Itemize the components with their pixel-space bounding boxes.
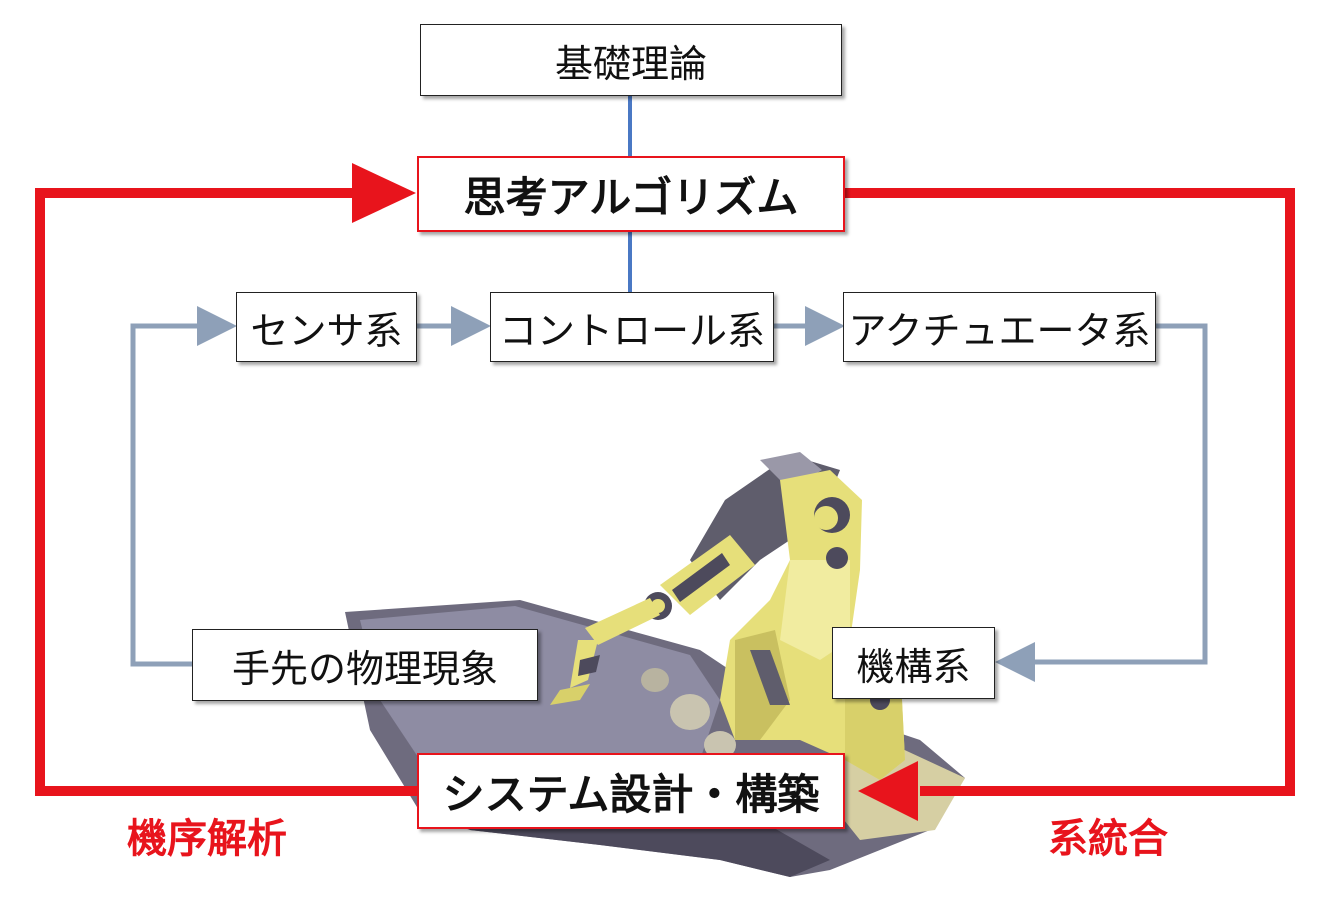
node-kikou: 機構系: [832, 627, 995, 699]
node-control: コントロール系: [490, 292, 774, 362]
node-sensor: センサ系: [236, 292, 417, 362]
node-kiso-riron: 基礎理論: [420, 24, 842, 96]
node-tesaki: 手先の物理現象: [192, 629, 538, 701]
red-arrowhead-bottom: [858, 761, 918, 821]
label-keitougou: 系統合: [1048, 816, 1168, 862]
node-system-design: システム設計・構築: [417, 753, 845, 829]
label-kijo-kaiseki: 機序解析: [127, 816, 287, 862]
node-actuator: アクチュエータ系: [843, 292, 1156, 362]
inner-loop: [130, 306, 1208, 682]
outer-loop: [35, 163, 1295, 821]
red-arrowhead-top: [352, 163, 416, 223]
node-shikou-algorithm: 思考アルゴリズム: [417, 156, 845, 232]
